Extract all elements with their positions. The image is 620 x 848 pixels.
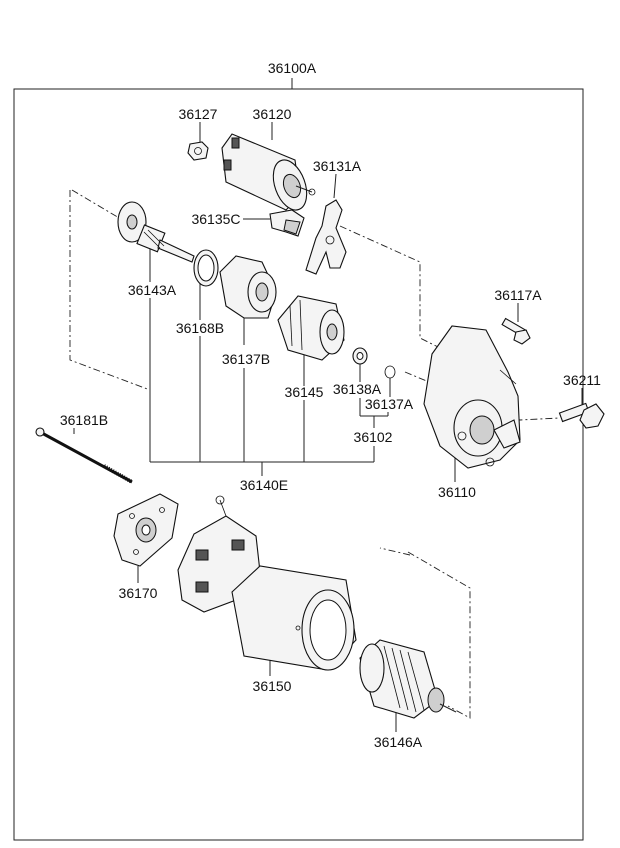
part-36146A-armature — [359, 639, 457, 719]
part-36150-yoke — [231, 565, 357, 671]
label-assembly: 36100A — [268, 60, 317, 76]
label-36110: 36110 — [438, 484, 476, 500]
label-36137A: 36137A — [365, 396, 414, 412]
label-36137B: 36137B — [222, 351, 270, 367]
part-36181B-through-bolt — [35, 427, 133, 484]
part-36168B-ring — [193, 249, 219, 287]
part-36120-solenoid — [221, 133, 316, 211]
label-36168B: 36168B — [176, 320, 224, 336]
part-36145-clutch — [277, 295, 345, 361]
part-36127-nut — [187, 141, 209, 161]
leader-lines — [73, 122, 583, 732]
part-36137A-clip — [384, 365, 396, 379]
part-labels: 36100A 36127 36120 36131A 36135C 36143A … — [60, 60, 601, 750]
label-36181B: 36181B — [60, 412, 108, 428]
label-36211: 36211 — [563, 372, 601, 388]
label-36146A: 36146A — [374, 734, 423, 750]
label-36117A: 36117A — [494, 287, 542, 303]
label-36138A: 36138A — [333, 381, 382, 397]
label-36150: 36150 — [253, 678, 292, 694]
part-36138A-washer — [352, 347, 368, 365]
label-36143A: 36143A — [128, 282, 177, 298]
part-36211-bolt — [558, 402, 605, 429]
part-36110-front-housing — [423, 325, 521, 469]
part-36137B-housing — [219, 255, 277, 319]
assembly-frame — [13, 78, 584, 841]
part-36117A-bolt — [501, 317, 531, 345]
label-36120: 36120 — [253, 106, 292, 122]
part-36143A-shaft — [117, 201, 195, 263]
label-36131A: 36131A — [313, 158, 362, 174]
part-36170-rear-cover — [113, 493, 179, 567]
label-36102: 36102 — [354, 429, 393, 445]
label-36170: 36170 — [119, 585, 158, 601]
label-36140E: 36140E — [240, 477, 288, 493]
part-36131A-lever — [305, 199, 347, 275]
label-36127: 36127 — [179, 106, 218, 122]
part-36135C-holder — [269, 209, 305, 237]
label-36135C: 36135C — [191, 211, 240, 227]
label-36145: 36145 — [285, 384, 324, 400]
